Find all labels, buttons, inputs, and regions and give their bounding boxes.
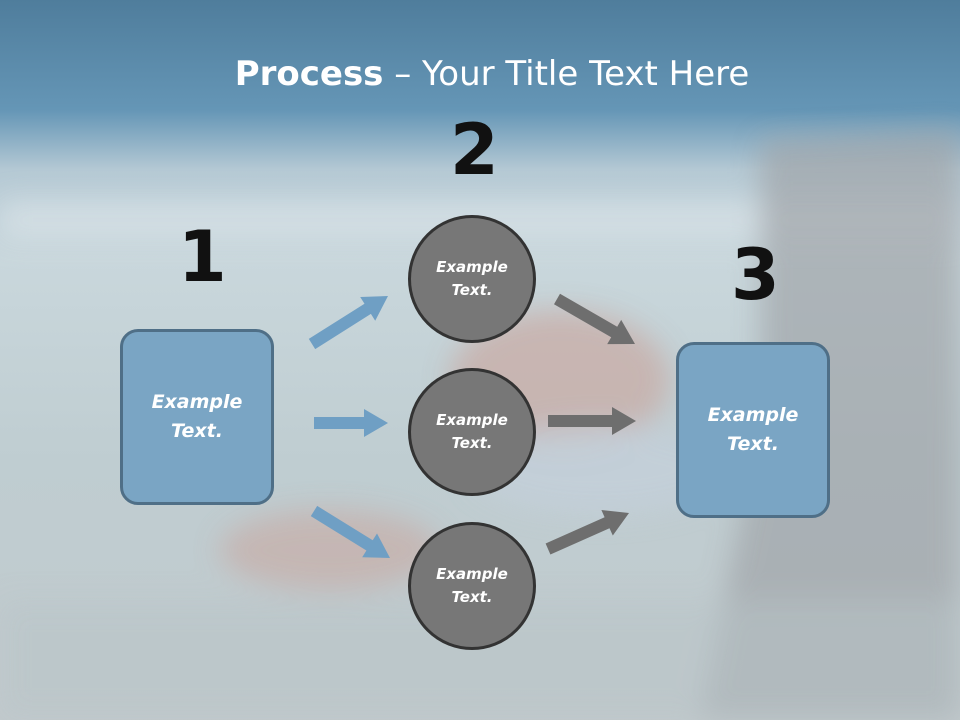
arrow-1-to-2-bottom	[310, 505, 390, 558]
step-2-circle-top: Example Text.	[408, 215, 536, 343]
arrow-2-top-to-3	[554, 293, 635, 345]
slide-title: Process – Your Title Text Here	[0, 52, 960, 96]
step-2-item-2: Example Text.	[436, 411, 508, 452]
step-1-box: Example Text.	[120, 329, 274, 505]
arrow-2-middle-to-3	[548, 407, 636, 435]
step-number-1: 1	[178, 216, 227, 298]
step-number-2: 2	[450, 109, 499, 191]
title-rest: – Your Title Text Here	[383, 54, 750, 94]
title-bold: Process	[234, 54, 384, 94]
step-2-item-1: Example Text.	[436, 258, 508, 299]
step-number-3: 3	[731, 234, 780, 316]
arrow-2-bottom-to-3	[545, 510, 629, 555]
step-3-box: Example Text.	[676, 342, 830, 518]
arrow-1-to-2-top	[308, 296, 388, 350]
arrow-1-to-2-middle	[314, 409, 388, 437]
step-3-label: Example Text.	[707, 404, 799, 455]
step-2-circle-bottom: Example Text.	[408, 522, 536, 650]
step-2-item-3: Example Text.	[436, 565, 508, 606]
step-1-label: Example Text.	[151, 391, 243, 442]
step-2-circle-middle: Example Text.	[408, 368, 536, 496]
